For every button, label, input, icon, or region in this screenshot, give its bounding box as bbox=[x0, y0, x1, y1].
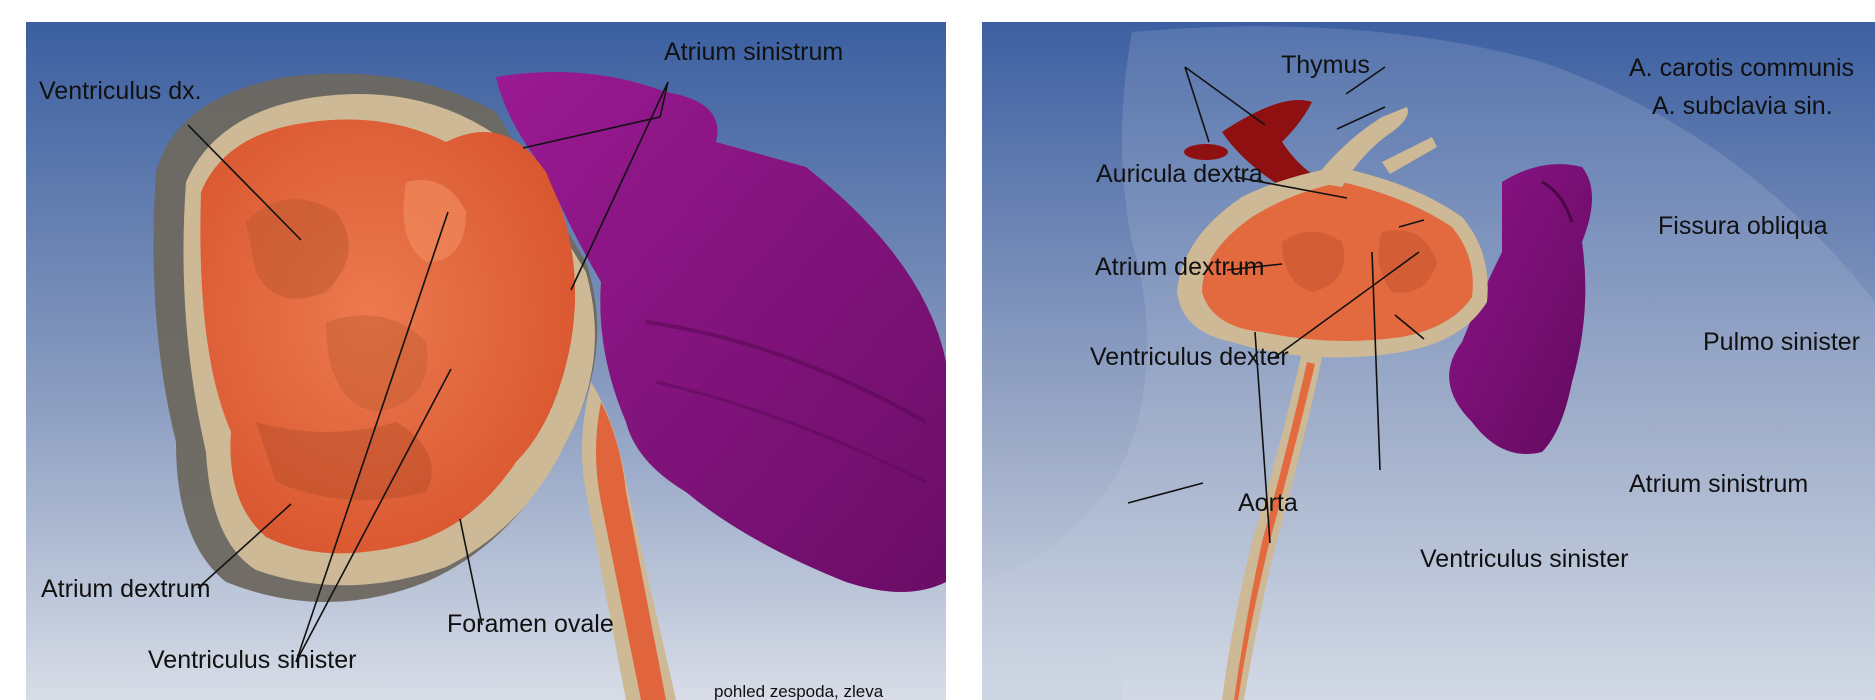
label-ventriculus-sinister: Ventriculus sinister bbox=[148, 648, 356, 673]
label-a-subclavia: A. subclavia sin. bbox=[1652, 94, 1833, 119]
label-ventriculus-sinister-right: Ventriculus sinister bbox=[1420, 547, 1628, 572]
label-ventriculus-dx: Ventriculus dx. bbox=[39, 79, 202, 104]
left-anatomy-view: Ventriculus dx. Atrium sinistrum Atrium … bbox=[26, 22, 946, 700]
label-fissura-obliqua: Fissura obliqua bbox=[1658, 214, 1828, 239]
label-atrium-dextrum-right: Atrium dextrum bbox=[1095, 255, 1264, 280]
label-a-carotis: A. carotis communis bbox=[1629, 56, 1854, 81]
label-thymus: Thymus bbox=[1281, 53, 1370, 78]
view-note: pohled zespoda, zleva bbox=[714, 682, 883, 700]
label-pulmo-sinister: Pulmo sinister bbox=[1703, 330, 1860, 355]
label-atrium-sinistrum-right: Atrium sinistrum bbox=[1629, 472, 1808, 497]
label-ventriculus-dexter: Ventriculus dexter bbox=[1090, 345, 1289, 370]
label-auricula-dextra: Auricula dextra bbox=[1096, 162, 1263, 187]
label-atrium-sinistrum: Atrium sinistrum bbox=[664, 40, 843, 65]
right-anatomy-view: Thymus A. carotis communis A. subclavia … bbox=[982, 22, 1875, 700]
label-aorta: Aorta bbox=[1238, 491, 1298, 516]
label-atrium-dextrum: Atrium dextrum bbox=[41, 577, 210, 602]
label-foramen-ovale: Foramen ovale bbox=[447, 612, 614, 637]
